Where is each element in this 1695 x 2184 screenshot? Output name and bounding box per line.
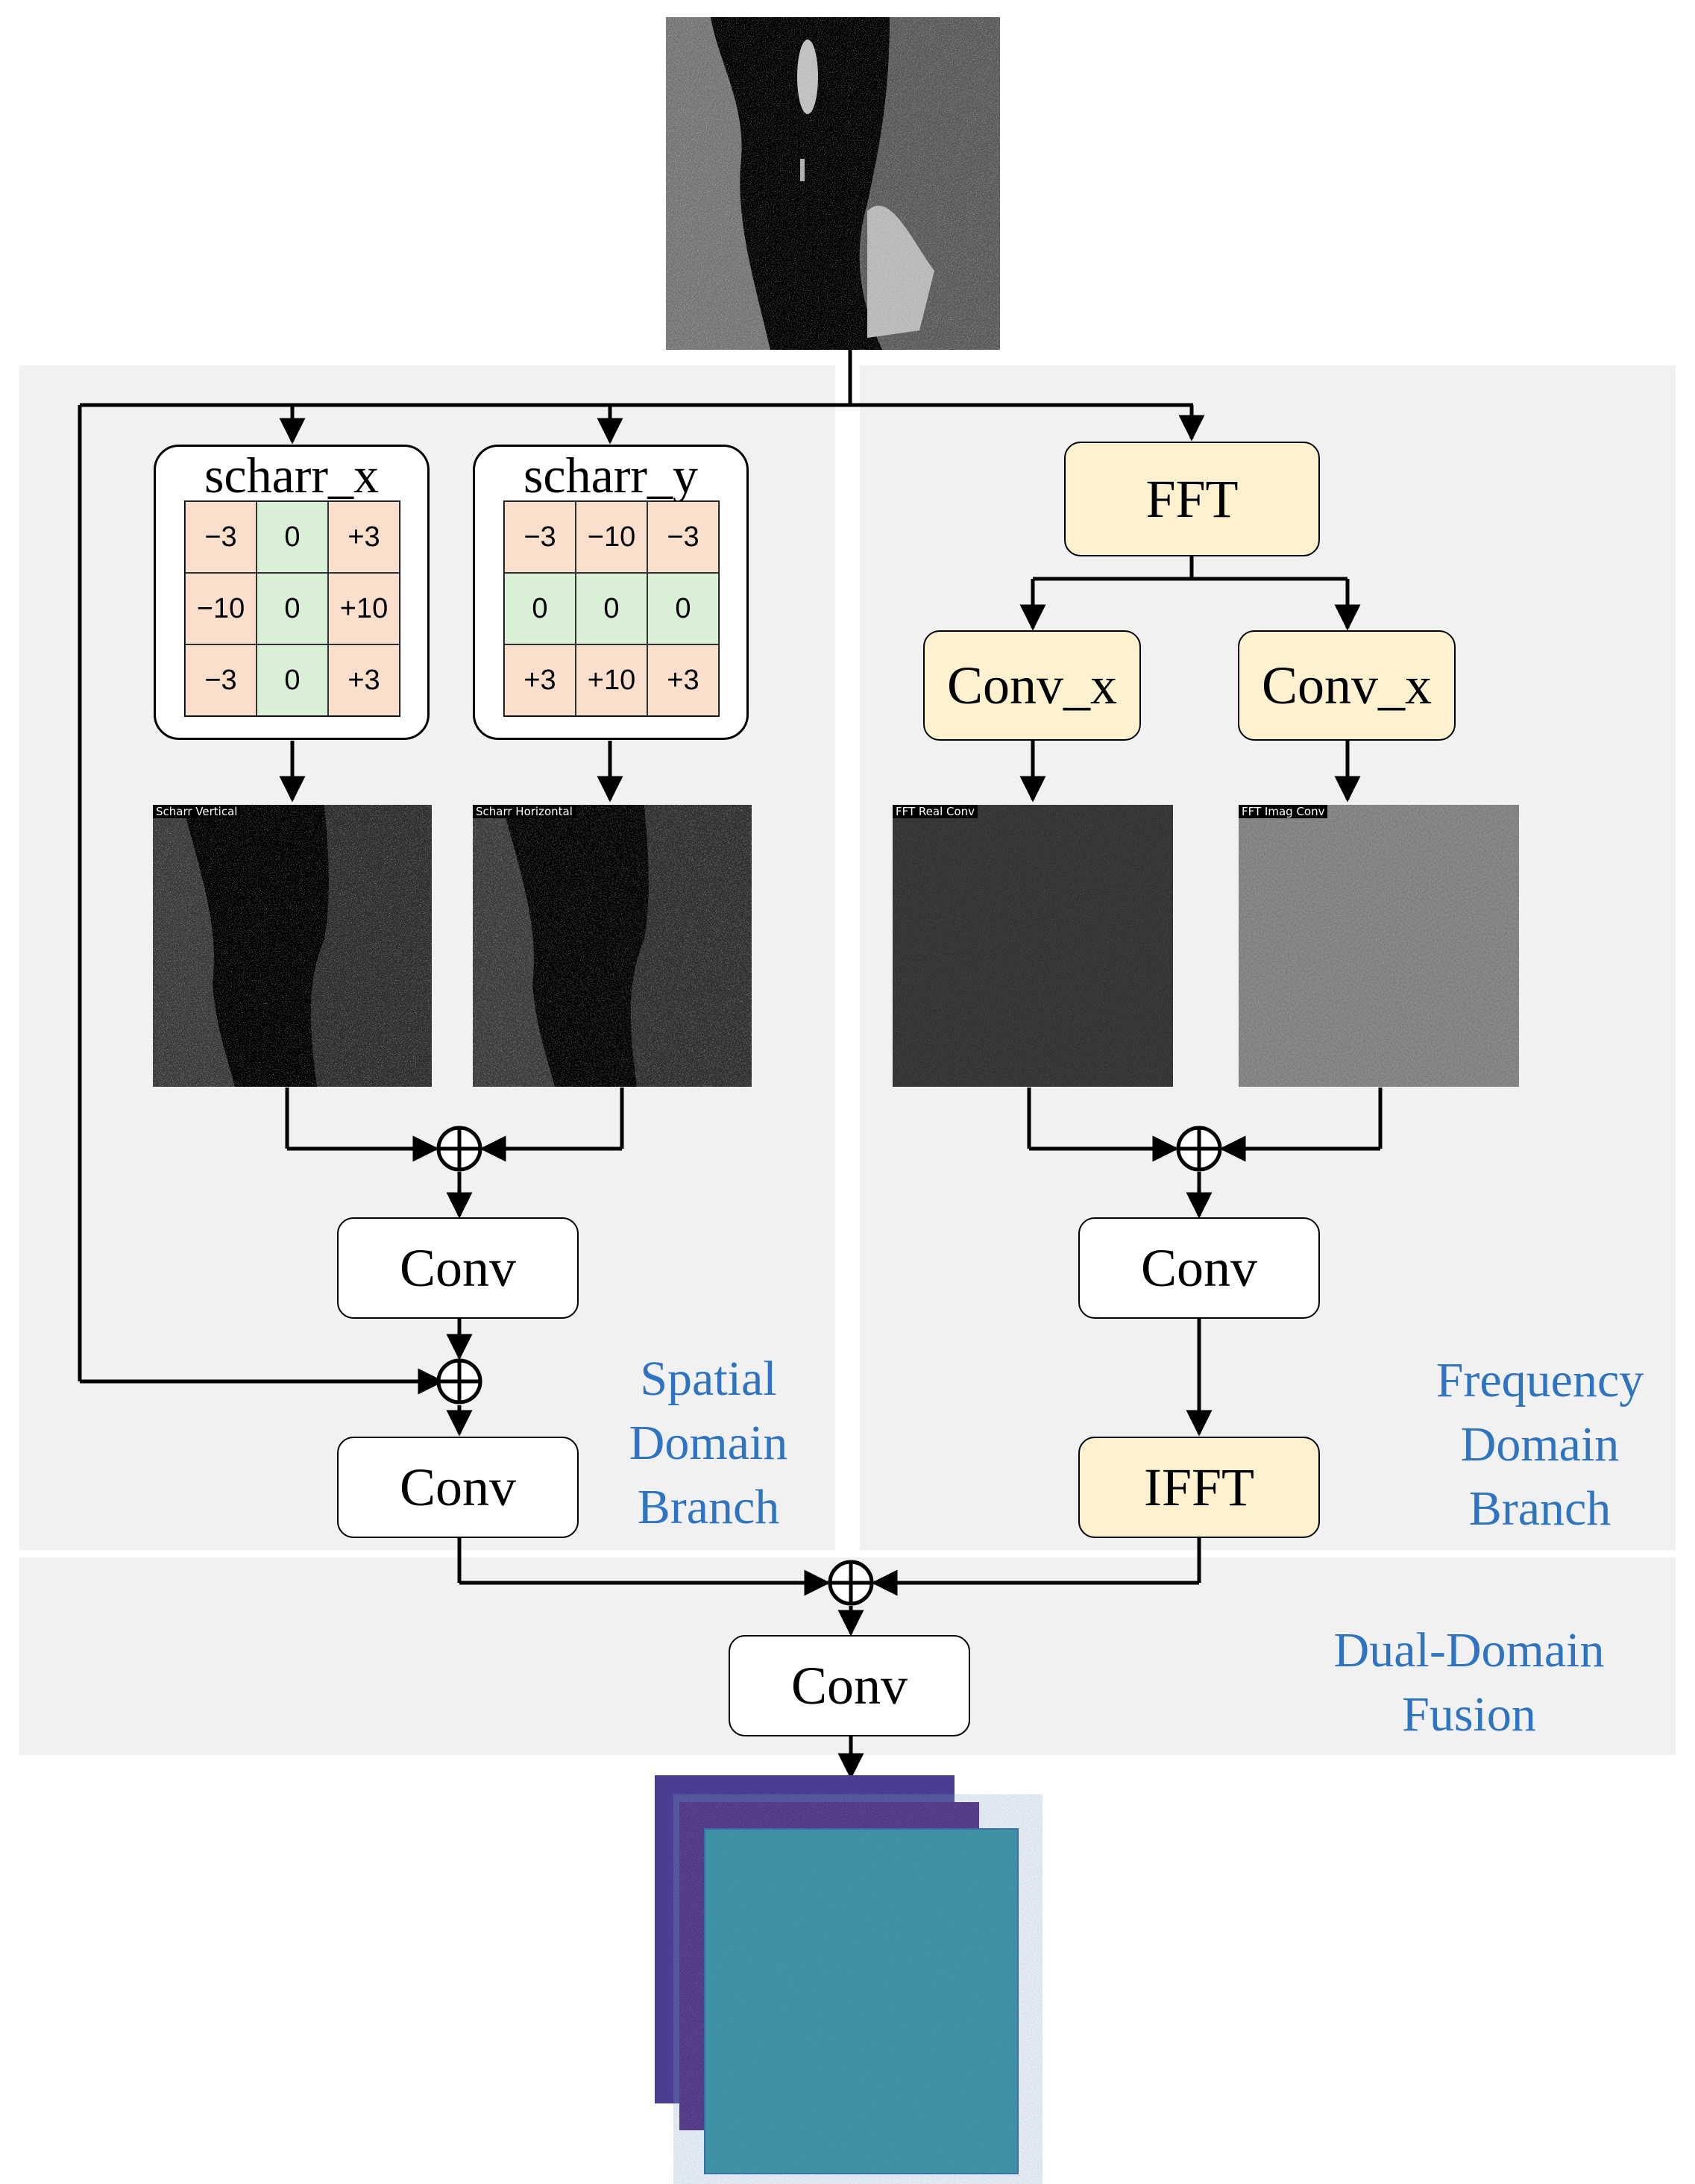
fusion-label-line-2: Fusion: [1402, 1687, 1536, 1742]
ifft-block: IFFT: [1078, 1437, 1320, 1538]
scharr-y-cell: +3: [647, 644, 719, 716]
scharr-vertical-image: [153, 805, 432, 1087]
scharr-x-cell: 0: [257, 501, 328, 573]
scharr-y-cell: 0: [504, 573, 576, 644]
scharr-y-cell: +3: [504, 644, 576, 716]
spatial-conv-block-2: Conv: [337, 1437, 579, 1538]
output-feature-maps: [655, 1775, 1019, 2174]
scharr-vertical-map: Scharr Vertical: [153, 805, 432, 1087]
fft-block: FFT: [1064, 442, 1320, 556]
frequency-conv-block: Conv: [1078, 1217, 1320, 1319]
scharr-x-cell: +3: [328, 644, 400, 716]
fusion-conv-block: Conv: [729, 1635, 970, 1736]
conv-x-right-block: Conv_x: [1238, 630, 1456, 741]
scharr-x-cell: +10: [328, 573, 400, 644]
fft-real-label: FFT Real Conv: [893, 805, 978, 818]
scharr-x-cell: −10: [185, 573, 257, 644]
fft-real-map: FFT Real Conv: [893, 805, 1173, 1087]
fft-imag-map: FFT Imag Conv: [1239, 805, 1519, 1087]
fft-imag-image: [1239, 805, 1519, 1087]
scharr-y-cell: +10: [576, 644, 647, 716]
frequency-label-line-3: Branch: [1468, 1481, 1611, 1536]
fusion-label-line-1: Dual-Domain: [1333, 1623, 1605, 1678]
scharr-x-cell: 0: [257, 644, 328, 716]
scharr-x-title: scharr_x: [204, 447, 380, 503]
frequency-label-line-2: Domain: [1460, 1417, 1620, 1472]
frequency-branch-label: Frequency Domain Branch: [1402, 1349, 1678, 1541]
scharr-y-cell: −3: [504, 501, 576, 573]
spatial-conv-block-1: Conv: [337, 1217, 579, 1319]
fusion-label: Dual-Domain Fusion: [1290, 1619, 1648, 1747]
spatial-branch-label: Spatial Domain Branch: [597, 1347, 820, 1540]
scharr-y-cell: 0: [647, 573, 719, 644]
frequency-label-line-1: Frequency: [1435, 1353, 1644, 1408]
scharr-y-title: scharr_y: [523, 447, 699, 503]
scharr-horizontal-image: [473, 805, 752, 1087]
scharr-x-cell: −3: [185, 644, 257, 716]
spatial-label-line-3: Branch: [637, 1480, 780, 1534]
spatial-label-line-2: Domain: [629, 1416, 788, 1470]
input-sar-image: [666, 17, 1000, 350]
fft-real-image: [893, 805, 1173, 1087]
scharr-x-cell: +3: [328, 501, 400, 573]
scharr-horizontal-label: Scharr Horizontal: [473, 805, 576, 818]
scharr-y-cell: −3: [647, 501, 719, 573]
scharr-x-cell: −3: [185, 501, 257, 573]
scharr-y-cell: −10: [576, 501, 647, 573]
conv-x-left-block: Conv_x: [923, 630, 1141, 741]
spatial-label-line-1: Spatial: [640, 1352, 777, 1406]
scharr-vertical-label: Scharr Vertical: [153, 805, 241, 818]
scharr-horizontal-map: Scharr Horizontal: [473, 805, 752, 1087]
scharr-x-cell: 0: [257, 573, 328, 644]
scharr-y-cell: 0: [576, 573, 647, 644]
fft-imag-label: FFT Imag Conv: [1239, 805, 1328, 818]
